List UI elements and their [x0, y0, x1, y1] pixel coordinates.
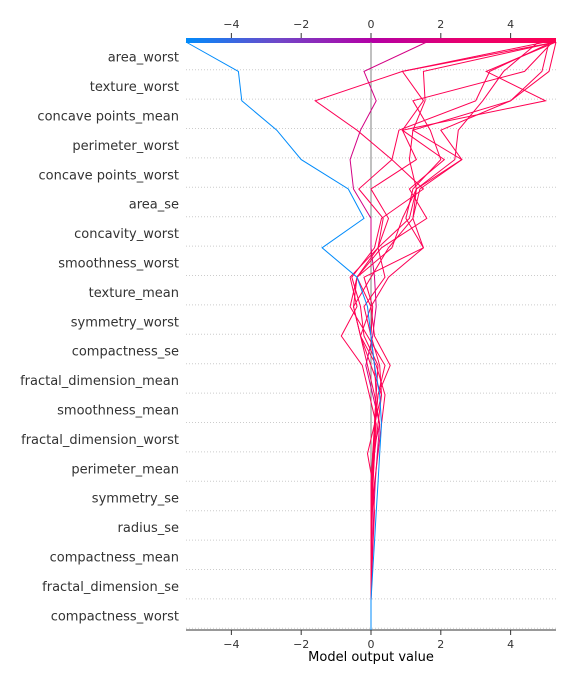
feature-label: concave points_mean: [37, 110, 179, 125]
feature-label: compactness_mean: [50, 551, 179, 566]
decision-line: [349, 41, 428, 630]
feature-label: perimeter_mean: [71, 462, 179, 477]
feature-label: compactness_worst: [51, 609, 179, 624]
x-axis-label: Model output value: [308, 650, 434, 665]
feature-label: radius_se: [118, 521, 179, 536]
decision-line: [349, 41, 557, 630]
bottom-tick-label: 4: [507, 638, 514, 651]
bottom-tick-label: −2: [293, 638, 309, 651]
top-tick-label: 0: [368, 18, 375, 31]
feature-label: area_se: [129, 198, 179, 213]
top-tick-label: −2: [293, 18, 309, 31]
feature-label: fractal_dimension_worst: [21, 433, 179, 448]
feature-label: compactness_se: [72, 345, 179, 360]
bottom-tick-label: −4: [223, 638, 239, 651]
decision-line: [352, 41, 550, 630]
top-tick-label: 2: [437, 18, 444, 31]
decision-line: [352, 41, 557, 630]
feature-label: texture_mean: [89, 286, 179, 301]
feature-label: concave points_worst: [38, 168, 179, 183]
feature-label: concavity_worst: [74, 227, 179, 242]
decision-line: [351, 41, 553, 630]
feature-label: symmetry_worst: [71, 315, 179, 330]
feature-label: symmetry_se: [92, 492, 179, 507]
feature-label: smoothness_worst: [58, 257, 179, 272]
feature-label: texture_worst: [90, 80, 179, 95]
decision-lines: [185, 41, 557, 630]
bottom-axis: −4 −2 0 2 4: [186, 629, 556, 651]
feature-label: area_worst: [108, 51, 179, 66]
top-tick-label: 4: [507, 18, 514, 31]
bottom-tick-label: 2: [437, 638, 444, 651]
top-tick-label: −4: [223, 18, 239, 31]
feature-label: perimeter_worst: [72, 139, 179, 154]
feature-label: fractal_dimension_mean: [20, 374, 179, 389]
top-axis: −4 −2 0 2 4: [223, 18, 514, 38]
decision-line: [356, 41, 557, 630]
feature-label: smoothness_mean: [57, 404, 179, 419]
bottom-tick-label: 0: [368, 638, 375, 651]
decision-line: [359, 41, 539, 630]
decision-line: [185, 41, 383, 630]
feature-label: fractal_dimension_se: [42, 580, 179, 595]
colorbar: [186, 38, 556, 43]
